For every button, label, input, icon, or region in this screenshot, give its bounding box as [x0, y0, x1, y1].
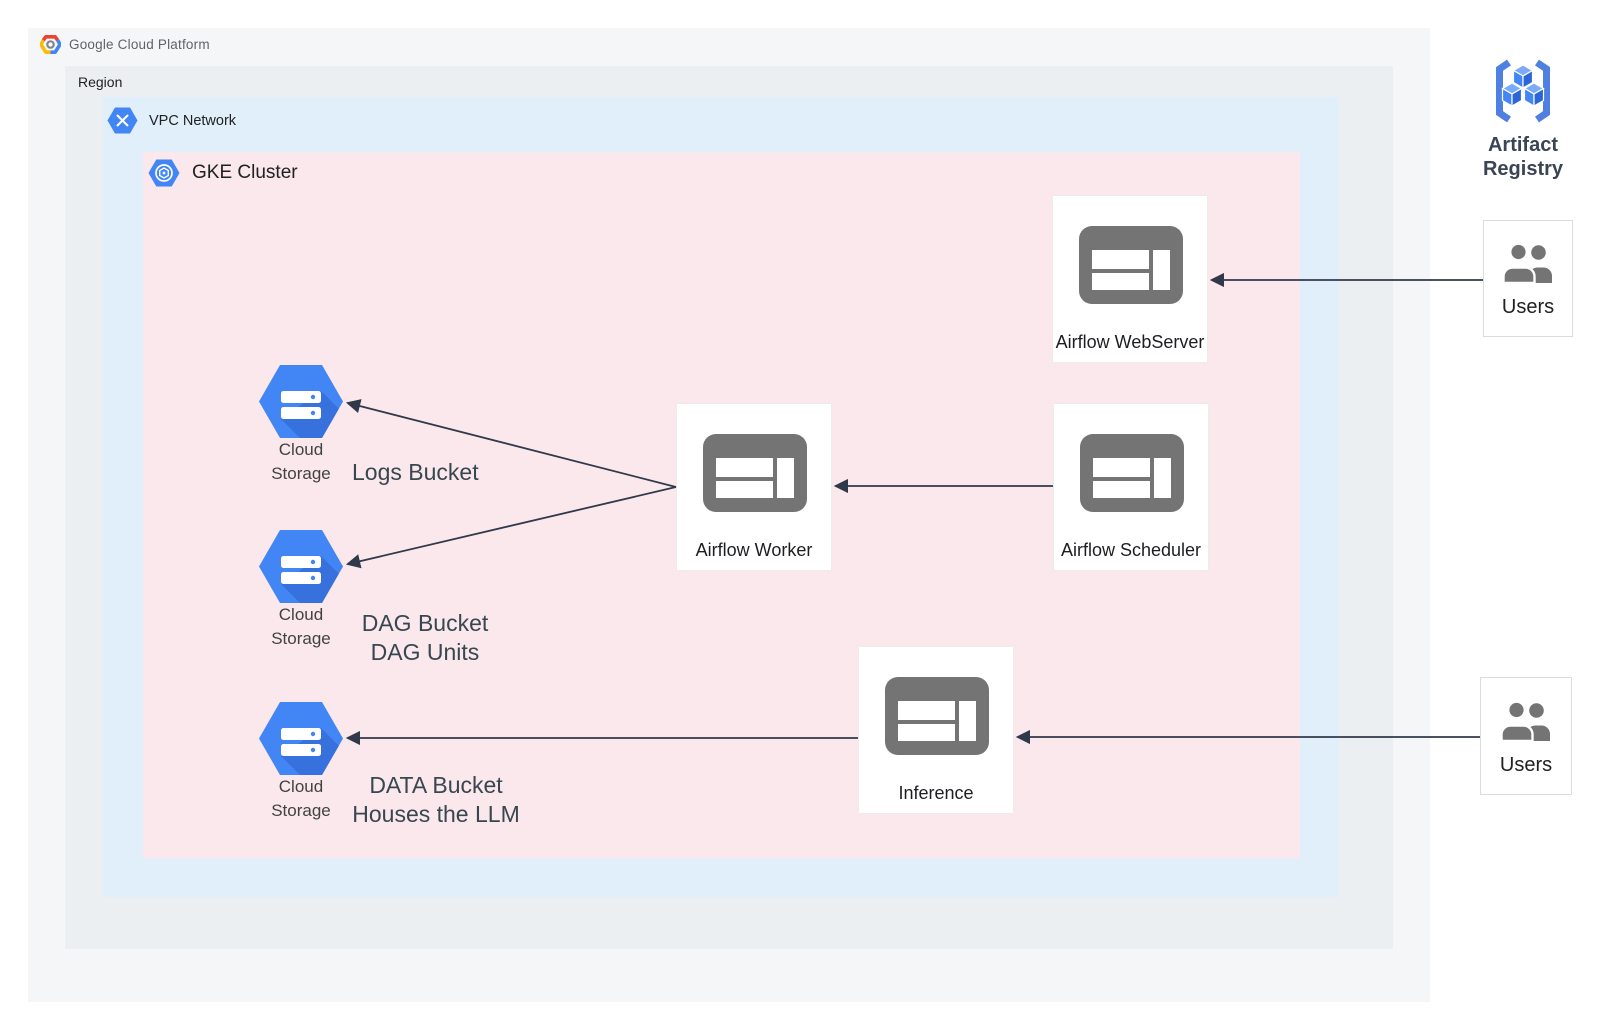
users-label: Users — [1501, 296, 1555, 318]
artifact-label-line: Artifact — [1487, 134, 1558, 156]
artifact-registry-icon — [1496, 59, 1550, 123]
artifact-registry-label: Artifact Registry — [1453, 133, 1593, 181]
application-window-icon — [703, 434, 807, 512]
cloud-storage-icon — [259, 702, 343, 775]
application-window-icon — [1080, 434, 1184, 512]
caption-line: Cloud — [278, 605, 324, 624]
caption-line: Storage — [271, 628, 331, 648]
airflow-webserver-node: Airflow WebServer — [1052, 195, 1208, 363]
application-window-icon — [885, 677, 989, 755]
users-bottom-box: Users — [1480, 677, 1572, 795]
application-window-icon — [1079, 226, 1183, 304]
artifact-label-line: Registry — [1482, 158, 1564, 180]
annotation-line: DAG Bucket — [361, 610, 489, 636]
cloud-storage-icon — [259, 365, 343, 438]
users-icon — [1502, 243, 1554, 283]
caption-line: Cloud — [278, 440, 324, 459]
data-bucket-annotation: DATA Bucket Houses the LLM — [336, 771, 536, 829]
cloud-storage-caption: Cloud Storage — [241, 775, 361, 822]
gke-cluster-icon — [148, 159, 180, 187]
annotation-line: Logs Bucket — [352, 459, 479, 485]
region-label: Region — [78, 74, 123, 90]
airflow-scheduler-node: Airflow Scheduler — [1053, 403, 1209, 571]
cloud-storage-caption: Cloud Storage — [241, 438, 361, 485]
vpc-network-icon — [107, 107, 138, 134]
inference-node: Inference — [858, 646, 1014, 814]
vpc-network-label: VPC Network — [149, 112, 237, 129]
cloud-storage-icon — [259, 530, 343, 603]
airflow-scheduler-label: Airflow Scheduler — [1060, 540, 1202, 560]
dag-bucket-annotation: DAG Bucket DAG Units — [340, 609, 510, 667]
annotation-line: Houses the LLM — [352, 801, 520, 827]
caption-line: Storage — [271, 800, 331, 820]
users-top-box: Users — [1483, 220, 1573, 337]
airflow-webserver-label: Airflow WebServer — [1055, 332, 1205, 352]
gke-cluster-header: GKE Cluster — [148, 157, 298, 189]
gcp-hexagon-icon — [40, 35, 61, 54]
vpc-network-header: VPC Network — [107, 105, 236, 136]
annotation-line: DAG Units — [370, 639, 480, 665]
airflow-worker-label: Airflow Worker — [695, 540, 813, 560]
inference-label: Inference — [898, 783, 974, 803]
logs-bucket-annotation: Logs Bucket — [352, 458, 479, 487]
airflow-worker-node: Airflow Worker — [676, 403, 832, 571]
caption-line: Storage — [271, 463, 331, 483]
annotation-line: DATA Bucket — [369, 772, 503, 798]
gcp-logo-text: Google Cloud Platform — [69, 37, 210, 52]
caption-line: Cloud — [278, 777, 324, 796]
gke-cluster-label: GKE Cluster — [192, 162, 298, 183]
users-label: Users — [1499, 754, 1553, 776]
google-cloud-platform-logo: Google Cloud Platform — [40, 35, 210, 54]
cloud-storage-caption: Cloud Storage — [241, 603, 361, 650]
users-icon — [1500, 701, 1552, 741]
